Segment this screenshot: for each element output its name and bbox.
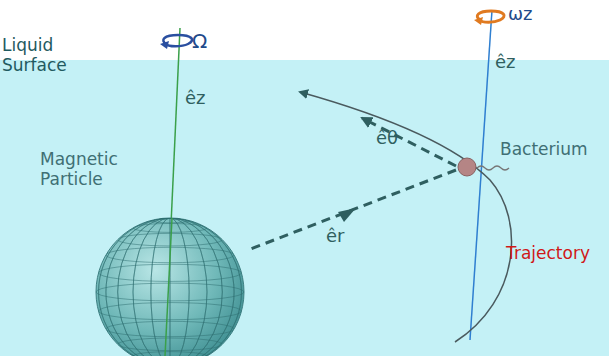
angular-velocity-symbol: Ω xyxy=(192,30,207,53)
sphere-grid xyxy=(96,218,244,356)
unit-vector-label: êr xyxy=(326,226,344,247)
unit-vector-label: êθ xyxy=(376,128,398,149)
unit-vector-theta xyxy=(362,118,456,166)
unit-vector-label: êz xyxy=(495,52,516,73)
angular-velocity-symbol: ωz xyxy=(508,4,533,25)
part-label: Bacterium xyxy=(500,140,588,160)
magnetic-particle xyxy=(96,218,244,356)
unit-vector-r xyxy=(248,170,456,250)
surface-label: Liquid Surface xyxy=(2,36,72,75)
particle-axis xyxy=(165,218,172,356)
liquid-region xyxy=(0,60,609,356)
flagellum xyxy=(477,166,509,170)
rotation-arrow xyxy=(474,17,483,25)
bacterium-body xyxy=(458,158,476,176)
part-label: Magnetic Particle xyxy=(40,150,150,189)
bacterium-axis xyxy=(470,10,492,340)
trajectory-curve xyxy=(300,92,512,342)
rotation-arrow xyxy=(160,41,169,49)
arrowhead xyxy=(338,208,356,222)
unit-vector-label: êz xyxy=(185,88,206,109)
trajectory-label: Trajectory xyxy=(506,244,590,264)
